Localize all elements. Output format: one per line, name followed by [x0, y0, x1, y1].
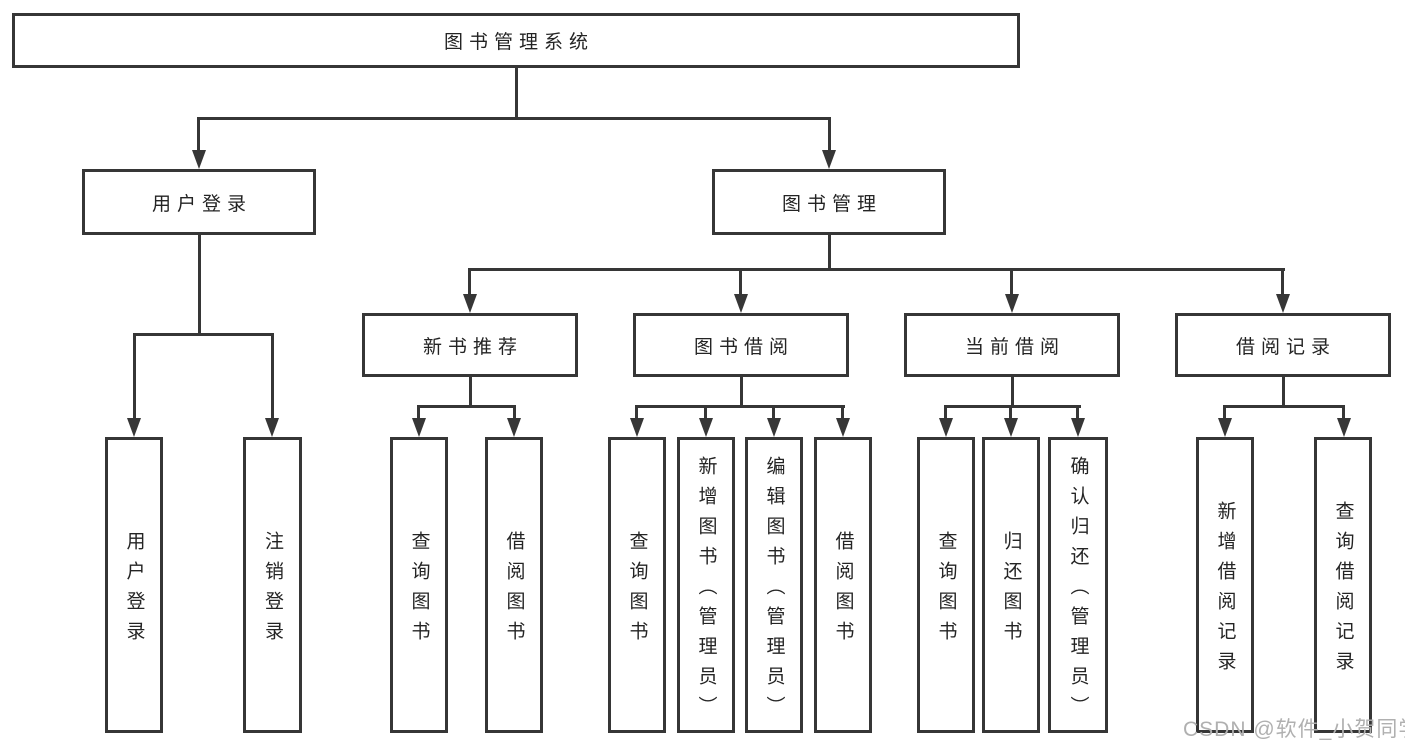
connector-root-stub-left: [197, 117, 200, 151]
arrow-current-leaf-1-icon: [939, 418, 953, 437]
connector-current-stem: [1011, 377, 1014, 406]
leaf-return-books: 归还图书: [982, 437, 1040, 733]
connector-records-stub-2: [1342, 405, 1345, 420]
connector-current-stub-3: [1076, 405, 1079, 420]
arrow-to-book-borrowing-icon: [734, 294, 748, 313]
arrow-borrowing-leaf-4-icon: [836, 418, 850, 437]
leaf-borrowing-query-books: 查询图书: [608, 437, 666, 733]
connector-user-login-stub-right: [271, 333, 274, 420]
connector-records-stub-1: [1223, 405, 1226, 420]
connector-borrowing-stub-1: [635, 405, 638, 420]
connector-user-login-stem: [198, 235, 201, 335]
connector-book-mgmt-horizontal: [468, 268, 1285, 271]
arrow-current-leaf-3-icon: [1071, 418, 1085, 437]
connector-borrowing-stem: [740, 377, 743, 406]
node-library-system-label: 图书管理系统: [443, 32, 594, 53]
arrow-records-leaf-1-icon: [1218, 418, 1232, 437]
leaf-query-borrow-record-label: 查询借阅记录: [1332, 500, 1354, 681]
arrow-to-book-management-icon: [822, 150, 836, 169]
node-borrowing-records: 借阅记录: [1175, 313, 1391, 377]
connector-current-stub-1: [944, 405, 947, 420]
node-book-management-label: 图书管理: [781, 193, 882, 215]
connector-recommend-stub-1: [417, 405, 420, 420]
leaf-add-books-admin-label: 新增图书（管理员）: [695, 455, 717, 726]
node-new-book-recommend-label: 新书推荐: [422, 336, 523, 358]
node-user-login-branch: 用户登录: [82, 169, 316, 235]
csdn-watermark: CSDN @软件_小贺同学: [1183, 718, 1405, 741]
arrow-borrowing-leaf-3-icon: [767, 418, 781, 437]
connector-book-mgmt-stub-3: [1010, 268, 1013, 296]
arrow-to-user-login-icon: [192, 150, 206, 169]
leaf-recommend-query-books-label: 查询图书: [408, 530, 430, 651]
leaf-recommend-borrow-books-label: 借阅图书: [503, 530, 525, 651]
arrow-current-leaf-2-icon: [1004, 418, 1018, 437]
node-new-book-recommend: 新书推荐: [362, 313, 578, 377]
arrow-to-leaf-logout-icon: [265, 418, 279, 437]
node-borrowing-records-label: 借阅记录: [1235, 336, 1336, 358]
arrow-recommend-leaf-2-icon: [507, 418, 521, 437]
leaf-recommend-query-books: 查询图书: [390, 437, 448, 733]
connector-records-horizontal: [1223, 405, 1345, 408]
arrow-to-leaf-user-login-icon: [127, 418, 141, 437]
connector-book-mgmt-stub-4: [1281, 268, 1284, 296]
leaf-add-borrow-record: 新增借阅记录: [1196, 437, 1254, 733]
connector-borrowing-stub-3: [772, 405, 775, 420]
connector-root-stub-right: [828, 117, 831, 151]
leaf-return-books-label: 归还图书: [1000, 530, 1022, 651]
connector-records-stem: [1282, 377, 1285, 406]
leaf-confirm-return-admin: 确认归还（管理员）: [1048, 437, 1108, 733]
connector-borrowing-stub-2: [704, 405, 707, 420]
arrow-recommend-leaf-1-icon: [412, 418, 426, 437]
connector-borrowing-horizontal: [635, 405, 845, 408]
node-user-login-branch-label: 用户登录: [151, 193, 252, 215]
leaf-current-query-books-label: 查询图书: [935, 530, 957, 651]
leaf-recommend-borrow-books: 借阅图书: [485, 437, 543, 733]
leaf-confirm-return-admin-label: 确认归还（管理员）: [1067, 455, 1089, 726]
connector-root-stem: [515, 68, 518, 120]
leaf-borrowing-borrow-books-label: 借阅图书: [832, 530, 854, 651]
arrow-to-new-book-recommend-icon: [463, 294, 477, 313]
node-current-borrowing: 当前借阅: [904, 313, 1120, 377]
node-library-system: 图书管理系统: [12, 13, 1020, 68]
leaf-edit-books-admin-label: 编辑图书（管理员）: [763, 455, 785, 726]
node-book-management: 图书管理: [712, 169, 946, 235]
leaf-query-borrow-record: 查询借阅记录: [1314, 437, 1372, 733]
leaf-user-login-label: 用户登录: [123, 530, 145, 651]
leaf-add-books-admin: 新增图书（管理员）: [677, 437, 735, 733]
connector-recommend-horizontal: [417, 405, 516, 408]
connector-current-horizontal: [944, 405, 1081, 408]
leaf-borrowing-query-books-label: 查询图书: [626, 530, 648, 651]
arrow-to-current-borrowing-icon: [1005, 294, 1019, 313]
connector-recommend-stub-2: [513, 405, 516, 420]
leaf-user-login: 用户登录: [105, 437, 163, 733]
arrow-borrowing-leaf-2-icon: [699, 418, 713, 437]
leaf-logout-label: 注销登录: [262, 530, 283, 651]
connector-root-horizontal: [197, 117, 831, 120]
leaf-edit-books-admin: 编辑图书（管理员）: [745, 437, 803, 733]
leaf-borrowing-borrow-books: 借阅图书: [814, 437, 872, 733]
connector-recommend-stem: [469, 377, 472, 406]
connector-book-mgmt-stub-2: [739, 268, 742, 296]
node-current-borrowing-label: 当前借阅: [964, 336, 1065, 358]
arrow-borrowing-leaf-1-icon: [630, 418, 644, 437]
connector-book-mgmt-stem: [828, 235, 831, 271]
leaf-logout: 注销登录: [243, 437, 302, 733]
connector-user-login-horizontal: [133, 333, 274, 336]
leaf-add-borrow-record-label: 新增借阅记录: [1214, 500, 1236, 681]
leaf-current-query-books: 查询图书: [917, 437, 975, 733]
connector-borrowing-stub-4: [841, 405, 844, 420]
node-book-borrowing: 图书借阅: [633, 313, 849, 377]
node-book-borrowing-label: 图书借阅: [693, 336, 794, 358]
connector-user-login-stub-left: [133, 333, 136, 420]
arrow-records-leaf-2-icon: [1337, 418, 1351, 437]
arrow-to-borrowing-records-icon: [1276, 294, 1290, 313]
connector-book-mgmt-stub-1: [468, 268, 471, 296]
connector-current-stub-2: [1009, 405, 1012, 420]
